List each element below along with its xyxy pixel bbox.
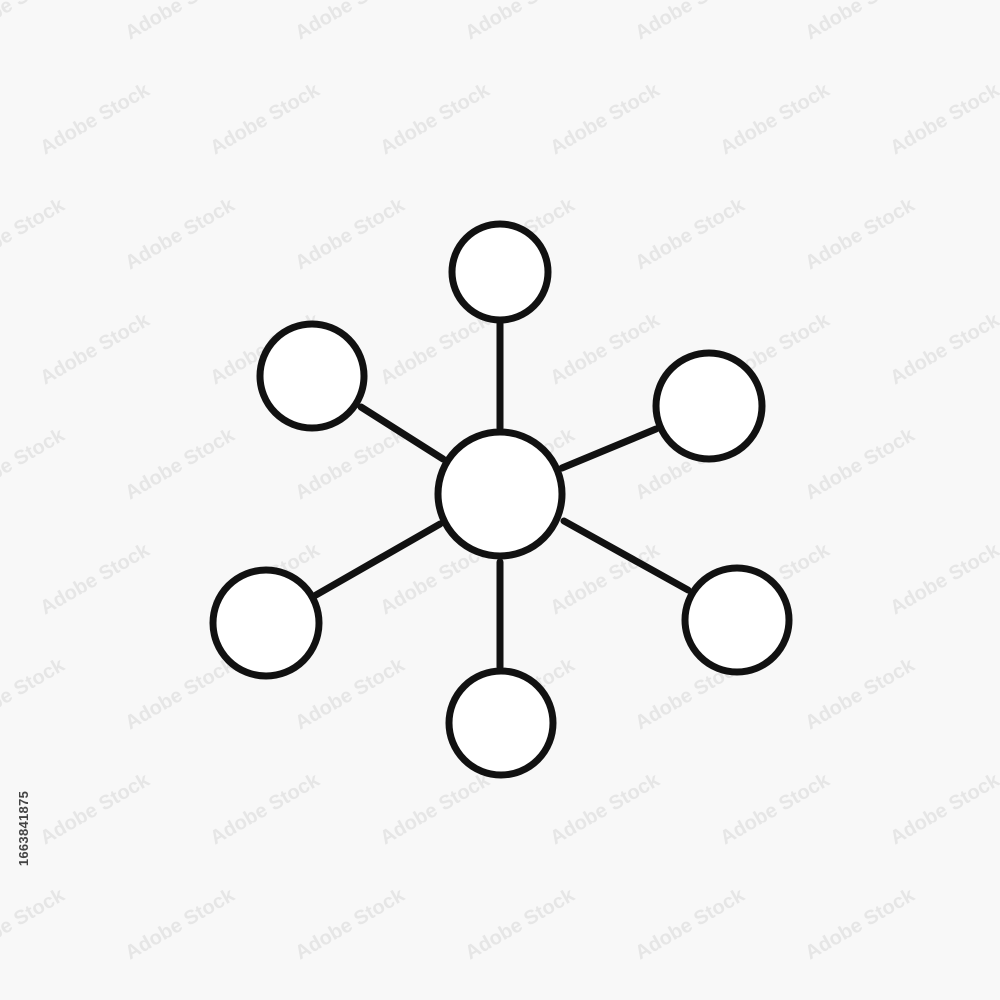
watermark-text: Adobe Stock <box>632 884 750 965</box>
stock-id-text: 1663841875 <box>16 790 32 866</box>
watermark-text: Adobe Stock <box>377 79 495 160</box>
connector-top-right <box>558 425 660 472</box>
stock-id-label: 1663841875 <box>10 758 38 898</box>
watermark-text: Adobe Stock <box>547 769 665 850</box>
watermark-text: Adobe Stock <box>122 194 240 275</box>
watermark-text: Adobe Stock <box>37 309 155 390</box>
watermark-text: Adobe Stock <box>292 884 410 965</box>
watermark-text: Adobe Stock <box>122 654 240 735</box>
connector-bottom-left <box>312 520 444 599</box>
watermark-text: Adobe Stock <box>292 424 410 505</box>
watermark-text: Adobe Stock <box>122 424 240 505</box>
node-top-right <box>652 349 766 463</box>
node-top-left <box>256 320 368 432</box>
watermark-text: Adobe Stock <box>377 769 495 850</box>
watermark-text: Adobe Stock <box>802 654 920 735</box>
node-bottom <box>445 667 557 779</box>
watermark-text: Adobe Stock <box>887 79 1000 160</box>
watermark-text: Adobe Stock <box>377 309 495 390</box>
watermark-text: Adobe Stock <box>462 884 580 965</box>
watermark-text: Adobe Stock <box>802 884 920 965</box>
watermark-text: Adobe Stock <box>0 654 69 735</box>
node-bottom-left <box>209 566 323 680</box>
watermark-text: Adobe Stock <box>0 0 69 44</box>
watermark-text: Adobe Stock <box>292 0 410 44</box>
watermark-text: Adobe Stock <box>292 654 410 735</box>
watermark-text: Adobe Stock <box>802 424 920 505</box>
hub-node <box>434 428 566 560</box>
connector-bottom-right <box>560 517 692 594</box>
watermark-text: Adobe Stock <box>122 0 240 44</box>
connector-top-left <box>357 403 447 463</box>
watermark-text: Adobe Stock <box>887 539 1000 620</box>
watermark-text: Adobe Stock <box>547 79 665 160</box>
watermark-text: Adobe Stock <box>37 769 155 850</box>
watermark-text: Adobe Stock <box>887 769 1000 850</box>
watermark-text: Adobe Stock <box>0 424 69 505</box>
watermark-text: Adobe Stock <box>0 194 69 275</box>
node-bottom-right <box>681 564 793 676</box>
watermark-text: Adobe Stock <box>887 309 1000 390</box>
watermark-text: Adobe Stock <box>207 79 325 160</box>
watermark-text: Adobe Stock <box>717 79 835 160</box>
watermark-text: Adobe Stock <box>717 769 835 850</box>
node-top <box>448 220 552 324</box>
watermark-text: Adobe Stock <box>292 194 410 275</box>
watermark-text: Adobe Stock <box>802 194 920 275</box>
watermark-text: Adobe Stock <box>37 539 155 620</box>
watermark-text: Adobe Stock <box>802 0 920 44</box>
watermark-text: Adobe Stock <box>122 884 240 965</box>
watermark-text: Adobe Stock <box>462 0 580 44</box>
watermark-text: Adobe Stock <box>632 0 750 44</box>
watermark-text: Adobe Stock <box>632 194 750 275</box>
watermark-text: Adobe Stock <box>547 539 665 620</box>
watermark-text: Adobe Stock <box>547 309 665 390</box>
watermark-text: Adobe Stock <box>207 769 325 850</box>
watermark-text: Adobe Stock <box>37 79 155 160</box>
